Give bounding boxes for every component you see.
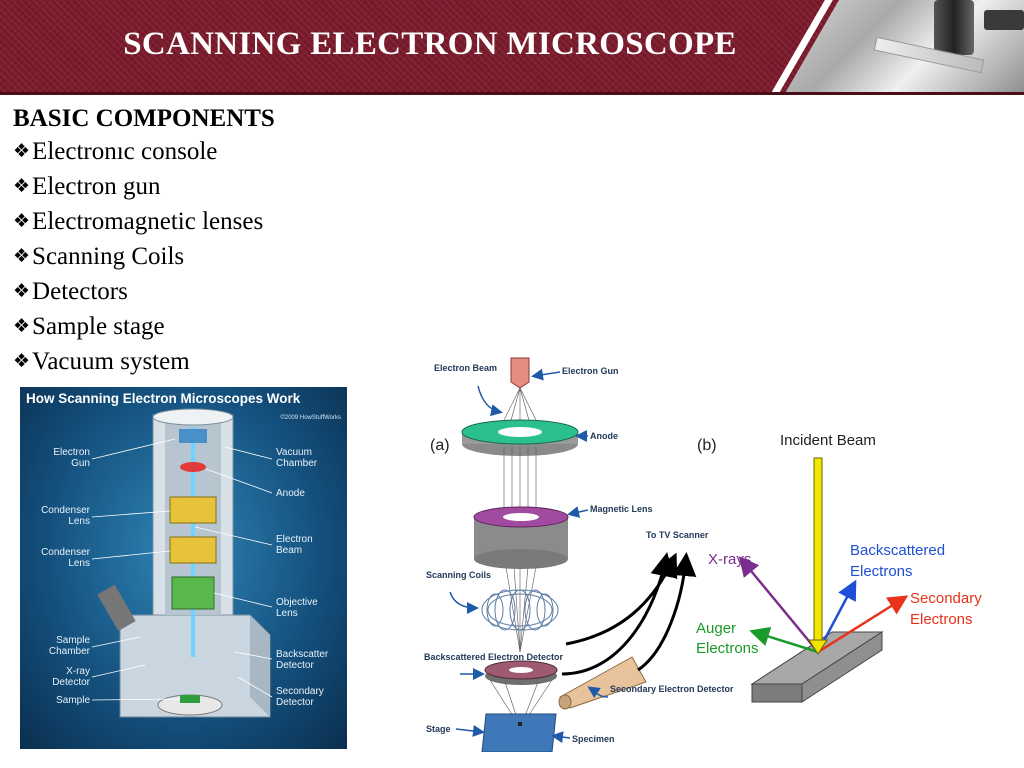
diamond-bullet-icon: ❖	[13, 315, 31, 337]
label-stage: Stage	[426, 724, 451, 734]
list-item: ❖Vacuum system	[13, 345, 275, 380]
list-item-text: Electron gun	[32, 173, 161, 200]
figure-copyright: ©2009 HowStuffWorks	[280, 415, 341, 421]
label-anode-a: Anode	[590, 431, 618, 441]
panel-b-label: (b)	[697, 437, 717, 454]
label-vacuum-chamber: Vacuum Chamber	[276, 447, 318, 469]
sem-cutaway-illustration	[91, 408, 273, 718]
label-magnetic-lens-a: Magnetic Lens	[590, 504, 653, 514]
label-objective-lens: Objective Lens	[276, 597, 318, 619]
components-section: BASIC COMPONENTS ❖Electronıc console ❖El…	[13, 103, 275, 380]
diamond-bullet-icon: ❖	[13, 140, 31, 162]
list-item-text: Scanning Coils	[32, 243, 185, 270]
label-backscattered-text: Backscattered	[850, 542, 945, 559]
list-item: ❖Electron gun	[13, 170, 275, 205]
label-backscattered-detector: Backscattered Electron Detector	[424, 652, 564, 662]
label-secondary-text-2: Electrons	[910, 611, 973, 628]
slide-title: SCANNING ELECTRON MICROSCOPE	[123, 26, 737, 62]
list-item-text: Sample stage	[32, 313, 165, 340]
list-item-text: Electromagnetic lenses	[32, 208, 264, 235]
label-secondary-text: Secondary	[910, 590, 982, 607]
label-scanning-coils: Scanning Coils	[426, 570, 491, 580]
label-anode: Anode	[276, 488, 305, 499]
list-item-text: Electronıc console	[32, 138, 218, 165]
label-backscattered-text-2: Electrons	[850, 563, 913, 580]
diamond-bullet-icon: ❖	[13, 175, 31, 197]
label-backscatter-detector: Backscatter Detector	[276, 649, 329, 671]
diamond-bullet-icon: ❖	[13, 350, 31, 372]
label-backscattered: Backscattered Electrons	[850, 542, 949, 580]
label-condenser-lens-1: Condenser Lens	[41, 505, 90, 527]
list-item: ❖Electronıc console	[13, 135, 275, 170]
label-condenser-lens-2: Condenser Lens	[41, 547, 90, 569]
label-electron-gun: Electron Gun	[53, 447, 90, 469]
section-heading: BASIC COMPONENTS	[13, 105, 275, 132]
label-xrays: X-rays	[708, 551, 751, 568]
label-secondary-detector: Secondary Detector	[276, 686, 324, 708]
list-item: ❖Sample stage	[13, 310, 275, 345]
sem-schematic-diagram: (a)	[424, 357, 986, 752]
label-specimen: Specimen	[572, 734, 615, 744]
label-sample-chamber: Sample Chamber	[48, 635, 90, 657]
list-item: ❖Scanning Coils	[13, 240, 275, 275]
label-secondary: Secondary Electrons	[910, 590, 986, 628]
slide-header: SCANNING ELECTRON MICROSCOPE	[0, 0, 1024, 95]
label-electron-gun-a: Electron Gun	[562, 366, 619, 376]
label-xray-detector: X-ray Detector	[52, 666, 90, 688]
how-sem-works-figure: How Scanning Electron Microscopes Work ©…	[20, 387, 347, 749]
figure-title: How Scanning Electron Microscopes Work	[26, 391, 301, 406]
label-incident-beam: Incident Beam	[780, 432, 876, 449]
components-list: ❖Electronıc console ❖Electron gun ❖Elect…	[13, 135, 275, 380]
list-item-text: Vacuum system	[32, 348, 190, 375]
list-item-text: Detectors	[32, 278, 128, 305]
diamond-bullet-icon: ❖	[13, 245, 31, 267]
label-to-tv-scanner: To TV Scanner	[646, 530, 709, 540]
label-sample: Sample	[56, 695, 90, 706]
diamond-bullet-icon: ❖	[13, 280, 31, 302]
label-electron-beam: Electron Beam	[276, 534, 313, 556]
label-electron-beam-a: Electron Beam	[434, 363, 497, 373]
label-auger-text-2: Electrons	[696, 640, 759, 657]
label-auger: Auger Electrons	[696, 620, 759, 657]
header-divider	[0, 92, 1024, 95]
panel-a-label: (a)	[430, 437, 450, 454]
diamond-bullet-icon: ❖	[13, 210, 31, 232]
label-auger-text: Auger	[696, 620, 736, 637]
list-item: ❖Detectors	[13, 275, 275, 310]
list-item: ❖Electromagnetic lenses	[13, 205, 275, 240]
label-secondary-detector: Secondary Electron Detector	[610, 684, 734, 694]
